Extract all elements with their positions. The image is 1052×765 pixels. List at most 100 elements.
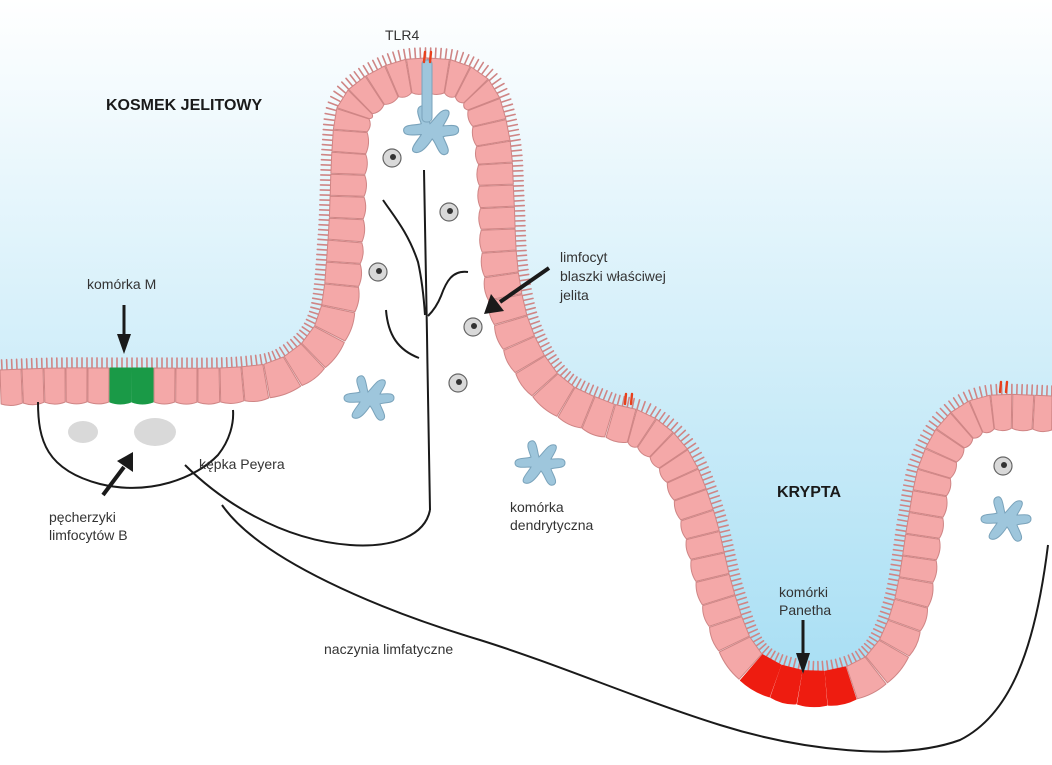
microvillus	[402, 48, 407, 61]
tlr4-receptor	[422, 50, 433, 64]
epithelial-cell	[444, 59, 471, 98]
microvillus	[254, 354, 258, 367]
paneth-label-line2: Panetha	[779, 602, 831, 618]
epithelial-cell	[324, 261, 363, 287]
microvillus	[317, 238, 329, 241]
microvillus	[271, 350, 278, 362]
lymphocytes	[368, 148, 1013, 476]
microvillus	[327, 101, 339, 107]
microvillus	[392, 51, 397, 63]
microvillus	[896, 523, 908, 528]
epithelial-cell	[702, 595, 742, 627]
dendritic-cell	[514, 440, 566, 486]
microvillus	[830, 659, 834, 672]
microvillus	[413, 47, 417, 60]
epithelial-cell	[474, 140, 513, 165]
microvillus	[510, 149, 523, 152]
microvillus	[349, 74, 358, 84]
microvillus	[504, 113, 516, 118]
microvillus	[764, 648, 773, 659]
microvillus	[536, 337, 548, 344]
microvillus	[887, 582, 899, 587]
microvillus	[723, 548, 735, 553]
paneth-cell	[797, 670, 828, 708]
epithelial-cell	[471, 119, 511, 147]
epithelial-cell	[969, 394, 995, 434]
brush-border	[0, 47, 1052, 673]
microvillus	[323, 118, 336, 122]
microvillus	[928, 420, 939, 428]
microvillus	[737, 601, 749, 606]
microvillus	[708, 494, 721, 500]
microvillus	[575, 378, 582, 389]
dendrite-projection	[421, 59, 433, 123]
microvillus	[717, 524, 729, 529]
microvillus	[761, 645, 770, 655]
epithelial-cell	[680, 509, 720, 540]
m-cell-body	[131, 367, 154, 405]
microvillus	[907, 463, 920, 469]
microvillus	[948, 400, 956, 411]
epithelial-cell	[690, 552, 730, 582]
microvillus	[843, 655, 849, 668]
lymphatic-vessel-inner	[184, 464, 431, 547]
microvillus	[738, 606, 750, 611]
microvillus	[566, 373, 575, 384]
b-vesicles-label-line2: limfocytów B	[49, 527, 128, 543]
microvillus	[847, 654, 853, 666]
epithelial-cell	[263, 356, 302, 399]
epithelial-cell	[659, 449, 699, 483]
microvillus	[743, 619, 755, 625]
microvillus	[702, 475, 714, 481]
epithelial-cell	[329, 173, 367, 197]
microvillus	[854, 650, 862, 661]
microvillus	[922, 429, 933, 437]
microvillus	[825, 660, 829, 672]
microvillus	[491, 77, 502, 86]
crypt-title: KRYPTA	[777, 484, 841, 501]
microvillus	[773, 652, 780, 664]
peyer-patch-label: kępka Peyera	[199, 456, 285, 472]
intestinal-lumen	[0, 0, 1052, 672]
microvillus	[597, 388, 604, 400]
epithelial-cell	[463, 79, 501, 111]
microvillus	[909, 458, 921, 464]
microvillus	[529, 320, 541, 326]
microvillus	[640, 400, 646, 412]
epithelial-cell	[532, 373, 575, 417]
microvillus	[312, 292, 325, 296]
microvillus	[778, 654, 784, 666]
epithelial-cell	[673, 489, 714, 521]
microvillus	[325, 107, 337, 112]
microvillus	[583, 382, 590, 394]
microvillus	[607, 391, 613, 403]
microvillus	[333, 90, 344, 98]
dendritic-cell	[343, 375, 395, 421]
microvillus	[821, 660, 824, 673]
microvillus	[892, 548, 905, 552]
microvillus	[515, 254, 528, 257]
epithelial-cell	[990, 393, 1013, 432]
microvillus	[838, 657, 844, 669]
epithelial-cell	[515, 355, 558, 397]
microvillus	[235, 356, 238, 369]
epithelial-cell	[43, 367, 66, 405]
epithelial-cell	[695, 573, 736, 606]
microvillus	[886, 587, 898, 592]
microvillus	[724, 553, 736, 558]
microvillus	[367, 62, 374, 73]
microvillus	[1031, 384, 1034, 396]
microvillus	[555, 364, 565, 374]
tlr4-receptors	[422, 50, 1009, 406]
microvillus	[315, 263, 328, 266]
microvillus	[397, 49, 402, 62]
microvillus	[322, 133, 334, 137]
lacteal-branch-2	[385, 309, 420, 359]
microvillus	[562, 371, 572, 381]
microvillus	[711, 504, 724, 510]
microvillus	[321, 138, 334, 142]
microvillus	[757, 643, 767, 652]
microvillus	[544, 350, 555, 357]
microvillus	[861, 645, 870, 655]
